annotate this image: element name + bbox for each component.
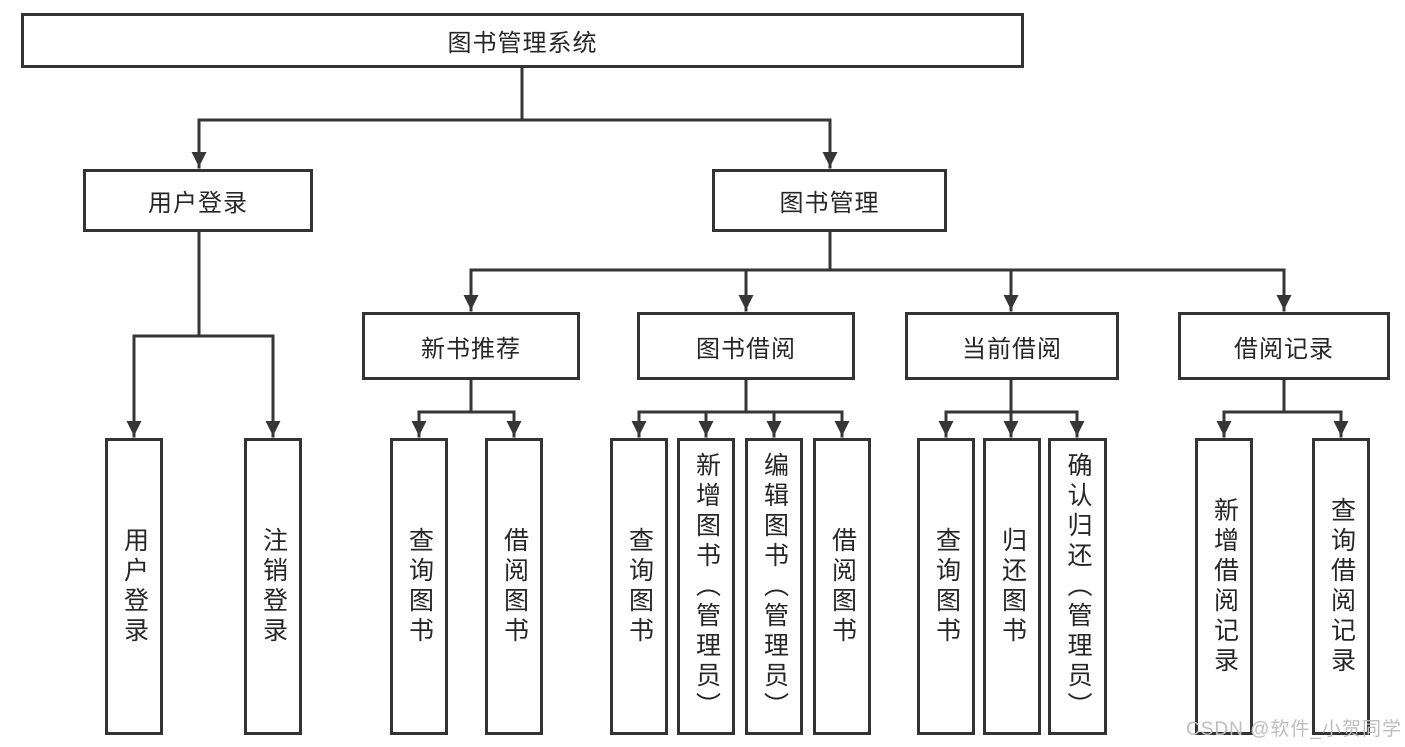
leaf-logout-login: 注销登录 — [244, 438, 302, 735]
node-book-management: 图书管理 — [712, 169, 947, 232]
leaf-confirm-return-admin: 确认归还（管理员） — [1048, 438, 1107, 735]
leaf-query-books-borrow: 查询图书 — [610, 438, 668, 735]
node-user-login: 用户登录 — [83, 169, 313, 232]
leaf-return-books: 归还图书 — [983, 438, 1041, 735]
node-book-borrow: 图书借阅 — [637, 312, 855, 380]
leaf-borrow-books-recommend: 借阅图书 — [485, 438, 543, 735]
node-borrow-records: 借阅记录 — [1178, 312, 1390, 380]
leaf-edit-book-admin: 编辑图书（管理员） — [745, 438, 803, 735]
leaf-add-book-admin: 新增图书（管理员） — [677, 438, 735, 735]
leaf-query-books-recommend: 查询图书 — [390, 438, 448, 735]
leaf-query-borrow-record: 查询借阅记录 — [1312, 438, 1370, 735]
node-current-borrow: 当前借阅 — [905, 312, 1119, 380]
leaf-user-login: 用户登录 — [105, 438, 163, 735]
leaf-borrow-books: 借阅图书 — [813, 438, 871, 735]
node-root: 图书管理系统 — [21, 13, 1024, 68]
leaf-add-borrow-record: 新增借阅记录 — [1195, 438, 1253, 735]
csdn-watermark: CSDN @软件_小贺同学 — [1186, 719, 1402, 740]
leaf-query-books-current: 查询图书 — [917, 438, 975, 735]
node-new-book-recommend: 新书推荐 — [362, 312, 580, 380]
